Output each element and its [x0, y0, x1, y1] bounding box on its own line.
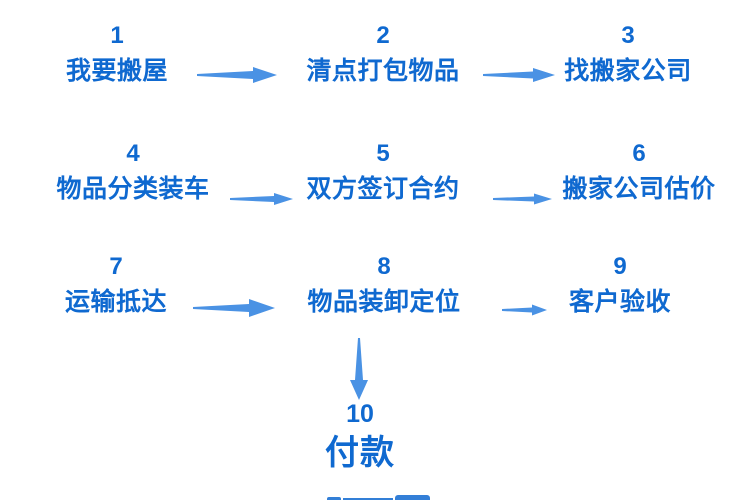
step-label: 客户验收	[568, 288, 672, 316]
step-label: 我要搬屋	[65, 57, 169, 85]
step-label: 物品装卸定位	[307, 288, 461, 316]
step-number: 6	[632, 140, 646, 167]
arrow-right-4-5-icon	[230, 193, 293, 205]
flow-step-8: 8 物品装卸定位	[307, 255, 460, 315]
step-label: 物品分类装车	[56, 175, 210, 203]
clipped-bottom-shape-fragment	[395, 495, 430, 500]
step-label: 清点打包物品	[306, 57, 460, 85]
step-label: 双方签订合约	[306, 175, 460, 203]
clipped-bottom-shape-fragment	[327, 497, 341, 500]
step-number: 2	[376, 22, 390, 49]
arrow-right-5-6-icon	[493, 193, 552, 205]
flow-step-4: 4 物品分类装车	[56, 142, 209, 202]
step-label: 搬家公司估价	[562, 175, 716, 203]
flow-step-1: 1 我要搬屋	[66, 24, 168, 84]
flow-step-5: 5 双方签订合约	[306, 142, 459, 202]
step-number: 9	[613, 253, 627, 280]
clipped-bottom-shape-fragment	[343, 498, 393, 500]
step-number: 8	[377, 253, 391, 280]
arrow-right-1-2-icon	[197, 67, 277, 83]
flow-step-7: 7 运输抵达	[65, 255, 167, 315]
arrow-right-8-9-icon	[502, 304, 547, 316]
step-number: 4	[126, 140, 140, 167]
flow-step-3: 3 找搬家公司	[564, 24, 692, 84]
arrow-right-2-3-icon	[483, 68, 555, 82]
step-label: 付款	[325, 434, 395, 472]
step-label: 找搬家公司	[564, 57, 692, 85]
step-label: 运输抵达	[64, 288, 168, 316]
flow-step-6: 6 搬家公司估价	[562, 142, 715, 202]
step-number: 1	[110, 22, 124, 49]
flow-step-2: 2 清点打包物品	[306, 24, 459, 84]
flow-step-10: 10 付款	[325, 400, 395, 472]
flow-step-9: 9 客户验收	[569, 255, 671, 315]
step-number: 3	[621, 22, 635, 49]
step-number: 7	[109, 253, 123, 280]
step-number: 5	[376, 140, 390, 167]
arrow-down-8-10-icon	[350, 338, 368, 400]
step-number: 10	[346, 400, 374, 428]
arrow-right-7-8-icon	[193, 299, 275, 317]
